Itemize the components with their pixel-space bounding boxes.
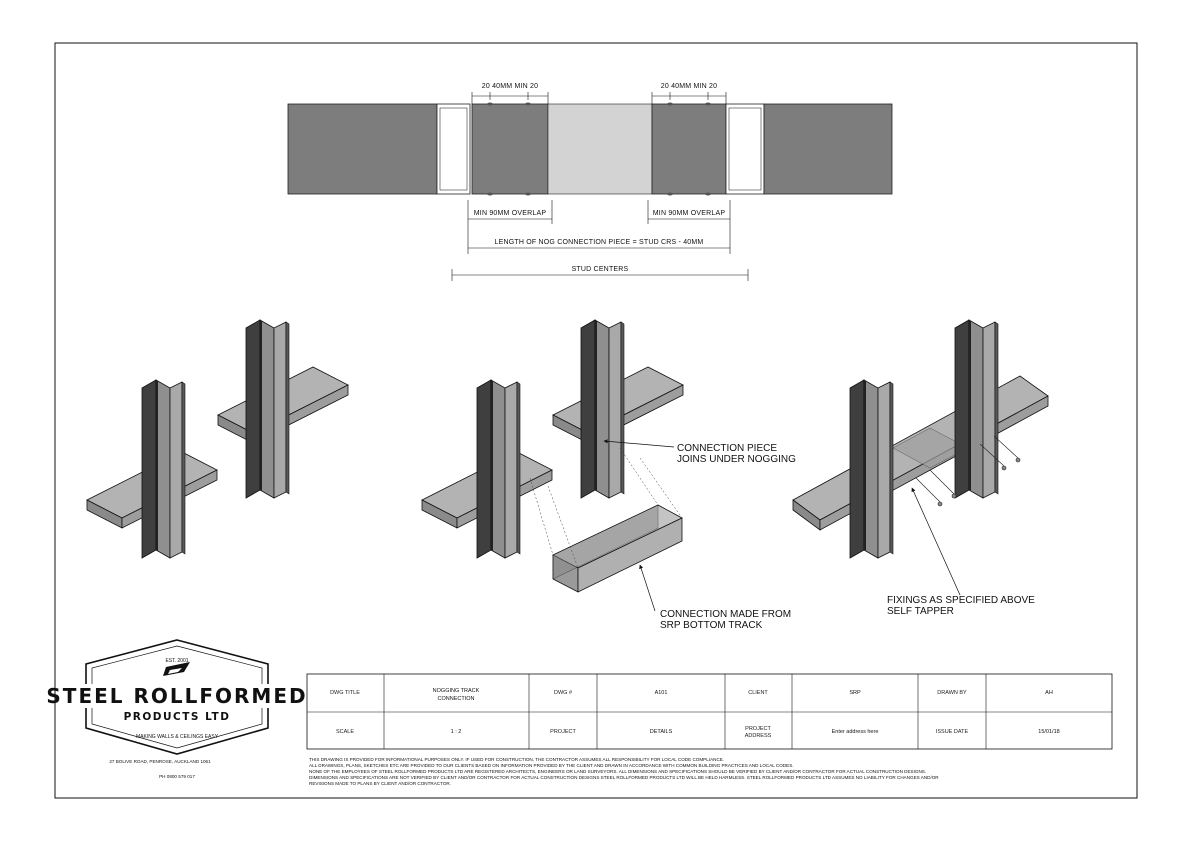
callout-fixings-line2: SELF TAPPER <box>887 606 954 617</box>
logo-products: PRODUCTS LTD <box>124 711 231 723</box>
project-address-label-2: ADDRESS <box>745 733 772 739</box>
dim-top-left: 20 40MM MIN 20 <box>482 83 539 90</box>
length-label: LENGTH OF NOG CONNECTION PIECE = STUD CR… <box>495 239 704 246</box>
disclaimer-notes: THIS DRAWING IS PROVIDED FOR INFORMATION… <box>309 757 939 786</box>
client-value: SRP <box>849 690 861 696</box>
project-address-value: Enter address here <box>832 729 879 735</box>
scale-value: 1 : 2 <box>451 729 462 735</box>
drawn-by-value: AH <box>1045 690 1053 696</box>
title-block: DWG TITLE NOGGING TRACK CONNECTION DWG #… <box>306 673 1113 750</box>
plan-view: 20 40MM MIN 20 20 40MM MIN 20 MIN 90MM O… <box>287 83 893 281</box>
logo-tagline: MAKING WALLS & CEILINGS EASY <box>136 734 219 740</box>
callout-joins-line2: JOINS UNDER NOGGING <box>677 454 796 465</box>
callout-made-line1: CONNECTION MADE FROM <box>660 609 791 620</box>
logo-mark-icon <box>163 662 190 676</box>
connection-track <box>552 504 683 593</box>
iso-view-3 <box>792 319 1049 559</box>
connection-piece <box>547 103 653 195</box>
note-line: ALL DRAWINGS, PLANS, SKETCHES ETC ARE PR… <box>309 763 794 768</box>
client-label: CLIENT <box>748 690 768 696</box>
note-line: DIMENSIONS AND SPECIFICATIONS ARE NOT VE… <box>309 775 939 780</box>
iso-view-1 <box>86 319 349 559</box>
dwg-number: A101 <box>655 690 668 696</box>
nog-right <box>651 103 727 195</box>
overlap-right-label: MIN 90MM OVERLAP <box>653 210 726 217</box>
stud-centers-label: STUD CENTERS <box>572 266 629 273</box>
self-tapper-screws <box>915 435 1021 507</box>
logo-est: EST. 2001 <box>165 658 188 664</box>
project-label: PROJECT <box>550 729 576 735</box>
company-logo: EST. 2001 STEEL ROLLFORMED PRODUCTS LTD … <box>46 639 307 755</box>
issue-date-value: 15/01/18 <box>1038 729 1059 735</box>
nog-left <box>471 103 549 195</box>
callout-made-line2: SRP BOTTOM TRACK <box>660 620 763 631</box>
callout-fixings-line1: FIXINGS AS SPECIFIED ABOVE <box>887 595 1035 606</box>
sheet-border <box>54 42 1138 799</box>
drawn-by-label: DRAWN BY <box>937 690 967 696</box>
project-address-label-1: PROJECT <box>745 726 771 732</box>
note-line: NONE OF THE EMPLOYEES OF STEEL ROLLFORME… <box>309 769 926 774</box>
project-value: DETAILS <box>650 729 673 735</box>
dim-top-right: 20 40MM MIN 20 <box>661 83 718 90</box>
dwg-title-label: DWG TITLE <box>330 690 360 696</box>
issue-date-label: ISSUE DATE <box>936 729 969 735</box>
wall-left <box>287 103 438 195</box>
scale-label: SCALE <box>336 729 354 735</box>
dwg-title-line1: NOGGING TRACK <box>433 688 480 694</box>
dwg-title-line2: CONNECTION <box>438 696 475 702</box>
screw-heads <box>487 102 711 196</box>
iso-view-2 <box>421 319 684 593</box>
company-phone: PH 0800 579 017 <box>159 774 195 779</box>
dwg-number-label: DWG # <box>554 690 573 696</box>
note-line: REVISIONS MADE TO PLANS BY CLIENT AND/OR… <box>309 781 451 786</box>
callout-joins-line1: CONNECTION PIECE <box>677 443 777 454</box>
logo-name: STEEL ROLLFORMED <box>46 684 307 708</box>
company-address: 27 BOLIVE ROAD, PENROSE, AUCKLAND 1061 <box>109 759 211 764</box>
overlap-left-label: MIN 90MM OVERLAP <box>474 210 547 217</box>
note-line: THIS DRAWING IS PROVIDED FOR INFORMATION… <box>309 757 724 762</box>
wall-right <box>763 103 893 195</box>
